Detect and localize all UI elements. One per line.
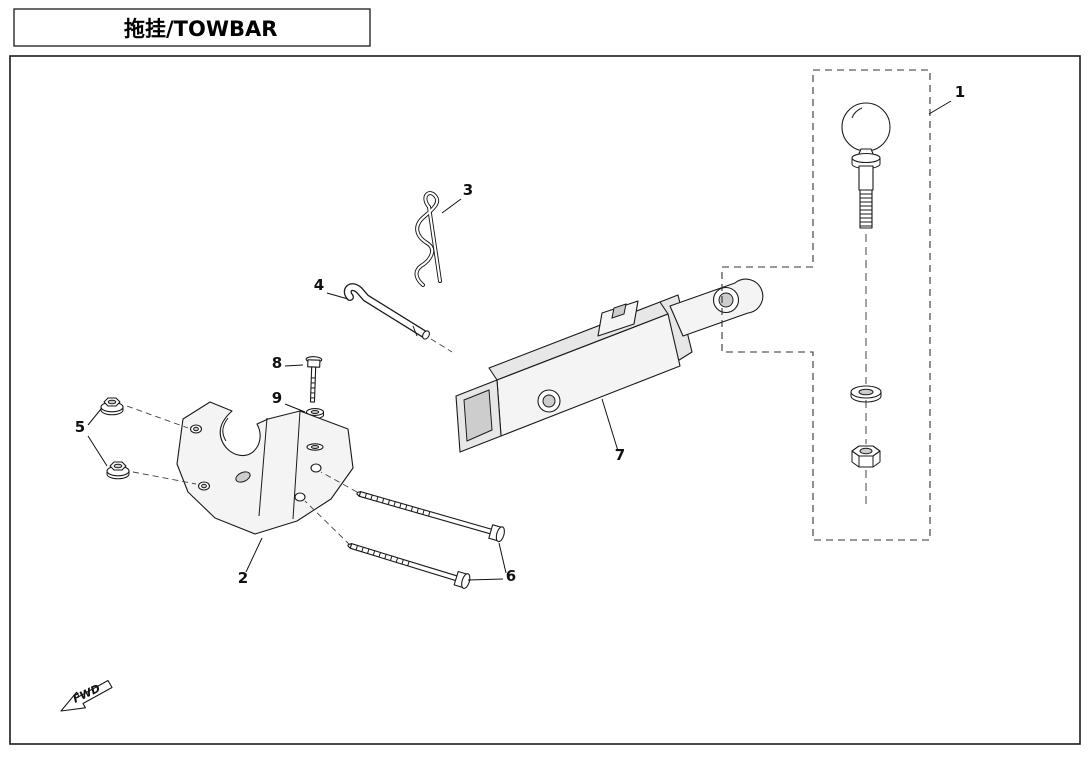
bolt-shaft	[358, 491, 494, 535]
pin-groove	[412, 325, 418, 337]
leader-line	[498, 542, 507, 574]
bracket	[176, 401, 354, 535]
title-box	[13, 8, 371, 47]
tube-tab-hole	[611, 303, 627, 319]
hitch-ball	[841, 102, 891, 152]
leader-line	[87, 435, 108, 467]
leader-line	[326, 292, 349, 300]
leader-line	[601, 398, 619, 452]
ball-nut	[851, 445, 881, 468]
bolt-flange	[461, 573, 471, 589]
leader-line	[245, 537, 263, 573]
page-title: 拖挂/TOWBAR	[124, 17, 277, 41]
callout-6: 6	[506, 567, 516, 585]
ball-washer	[850, 385, 882, 403]
callout-2: 2	[238, 569, 248, 587]
drawing-border	[9, 55, 1081, 745]
long-bolt-upper	[356, 491, 505, 543]
leader-line	[467, 578, 504, 581]
leader-line	[928, 100, 952, 115]
bolt-shaft	[309, 366, 317, 403]
leader-line	[87, 408, 102, 426]
callout-8: 8	[272, 354, 282, 372]
long-bolt-lower	[347, 543, 471, 589]
ball-shank	[858, 165, 874, 191]
r-clip	[414, 191, 442, 287]
tube-tab	[597, 300, 639, 337]
callout-9: 9	[272, 389, 282, 407]
flange-nut-upper	[100, 397, 124, 416]
bracket-slot	[235, 471, 251, 483]
bracket-bolt-hole-upper	[310, 463, 322, 473]
title-block: 拖挂/TOWBAR	[13, 8, 371, 47]
bolt-shaft	[349, 543, 460, 582]
assembly-lines	[126, 405, 358, 546]
callout-1: 1	[955, 83, 965, 101]
hitch-pin	[343, 283, 453, 353]
bolt-flange	[495, 526, 505, 543]
callout-7: 7	[615, 446, 625, 464]
assembly-line	[430, 338, 453, 353]
bracket-body	[176, 401, 354, 535]
small-bolt	[305, 356, 323, 403]
callouts: 1 2 3 4 5 6 7 8 9	[75, 83, 965, 587]
callout-5: 5	[75, 418, 85, 436]
leader-line	[441, 198, 462, 214]
leader-line	[284, 364, 304, 367]
flange-nut-lower	[106, 461, 130, 480]
bracket-bolt-hole-lower	[294, 492, 306, 502]
hitch-ball-assembly	[721, 69, 931, 541]
drawbar	[455, 278, 764, 453]
callout-3: 3	[463, 181, 473, 199]
pin-tip	[422, 330, 430, 340]
bolt-head	[307, 359, 321, 368]
fwd-arrow	[60, 679, 113, 712]
tube-opening-hole	[463, 389, 493, 442]
callout-4: 4	[314, 276, 324, 294]
fwd-direction-marker: FWD	[60, 679, 113, 712]
ball-collar	[851, 152, 881, 164]
assembly-dashed-box	[721, 69, 931, 541]
bracket-fold-lines	[258, 410, 301, 520]
leader-line	[284, 403, 306, 413]
